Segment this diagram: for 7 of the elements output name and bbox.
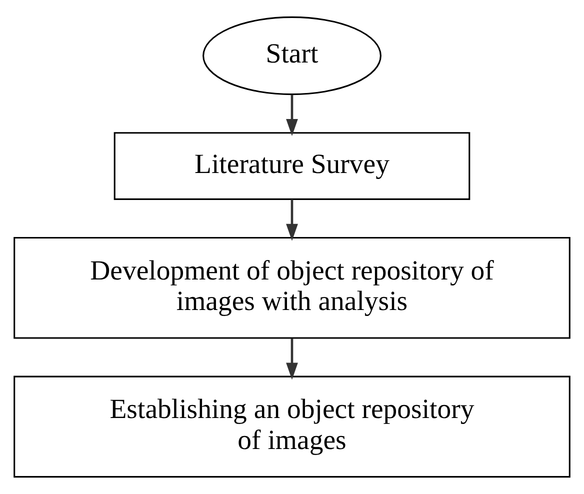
arrow [286,199,298,241]
node-box: Literature Survey [114,132,470,200]
node-box: Development of object repository of images with analysis [14,236,570,339]
arrow [286,94,298,136]
arrow [286,338,298,380]
node-ellipse: Start [202,16,382,96]
node-box: Establishing an object repository of images [14,376,570,478]
